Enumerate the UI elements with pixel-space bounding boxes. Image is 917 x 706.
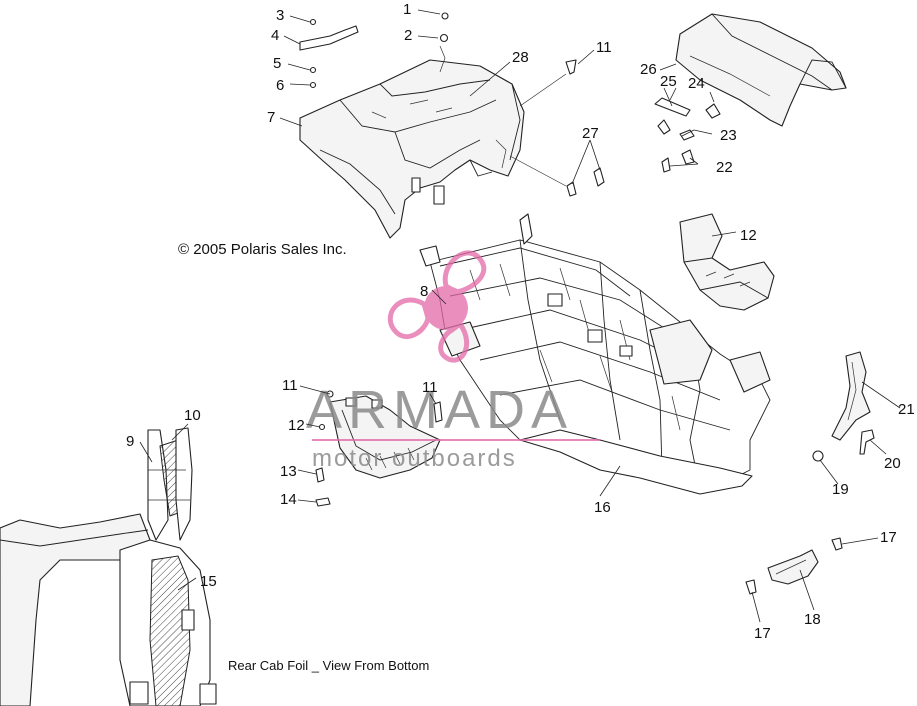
- watermark-tagline: motor outboards: [312, 445, 517, 472]
- callout-27: 27: [582, 125, 599, 142]
- callout-10: 10: [184, 407, 201, 424]
- callout-numbers: 1 2 3 4 5 6 7 28 11 27 26 25 24 23 22 12…: [126, 1, 915, 642]
- callout-17-right: 17: [880, 529, 897, 546]
- callout-23: 23: [720, 127, 737, 144]
- callout-11-left: 11: [282, 377, 298, 394]
- watermark-brand: ARMADA: [306, 380, 573, 440]
- left-footwell: [329, 395, 441, 479]
- callout-15: 15: [200, 573, 217, 590]
- callout-1: 1: [403, 1, 411, 18]
- callout-2: 2: [404, 27, 412, 44]
- main-frame: [419, 213, 771, 495]
- fender-hardware: [299, 12, 449, 89]
- callout-9: 9: [126, 433, 134, 450]
- seat-hardware: [654, 87, 721, 173]
- rear-cab-fender: [299, 59, 525, 239]
- rear-footwell: [679, 213, 775, 311]
- callout-21: 21: [898, 401, 915, 418]
- callout-22: 22: [716, 159, 733, 176]
- callout-14: 14: [280, 491, 297, 508]
- callout-8: 8: [420, 283, 428, 300]
- callout-19: 19: [832, 481, 849, 498]
- callout-17-bottom: 17: [754, 625, 771, 642]
- callout-24: 24: [688, 75, 705, 92]
- callout-4: 4: [271, 27, 279, 44]
- callout-18: 18: [804, 611, 821, 628]
- armada-watermark: ARMADA motor outboards: [306, 250, 600, 472]
- skid-plate: [745, 537, 843, 595]
- callout-12-top: 12: [740, 227, 757, 244]
- fasteners-top: [509, 59, 605, 197]
- callout-26: 26: [640, 61, 657, 78]
- callout-11-top: 11: [596, 39, 612, 56]
- callout-6: 6: [276, 77, 284, 94]
- callout-25: 25: [660, 73, 677, 90]
- footwell-hardware: [315, 390, 443, 507]
- copyright-notice: © 2005 Polaris Sales Inc.: [178, 241, 347, 258]
- callout-3: 3: [276, 7, 284, 24]
- leader-lines: [139, 9, 901, 623]
- callout-7: 7: [267, 109, 275, 126]
- rear-cab-foil: [0, 427, 217, 706]
- right-frame-brace: [812, 351, 875, 462]
- armada-logo-icon: [387, 250, 487, 363]
- callout-16: 16: [594, 499, 611, 516]
- callout-13: 13: [280, 463, 297, 480]
- callout-28: 28: [512, 49, 529, 66]
- view-caption: Rear Cab Foil _ View From Bottom: [228, 658, 429, 673]
- callout-20: 20: [884, 455, 901, 472]
- callout-12-left: 12: [288, 417, 305, 434]
- callout-5: 5: [273, 55, 281, 72]
- callout-11-mid: 11: [422, 379, 438, 396]
- seat: [675, 13, 847, 127]
